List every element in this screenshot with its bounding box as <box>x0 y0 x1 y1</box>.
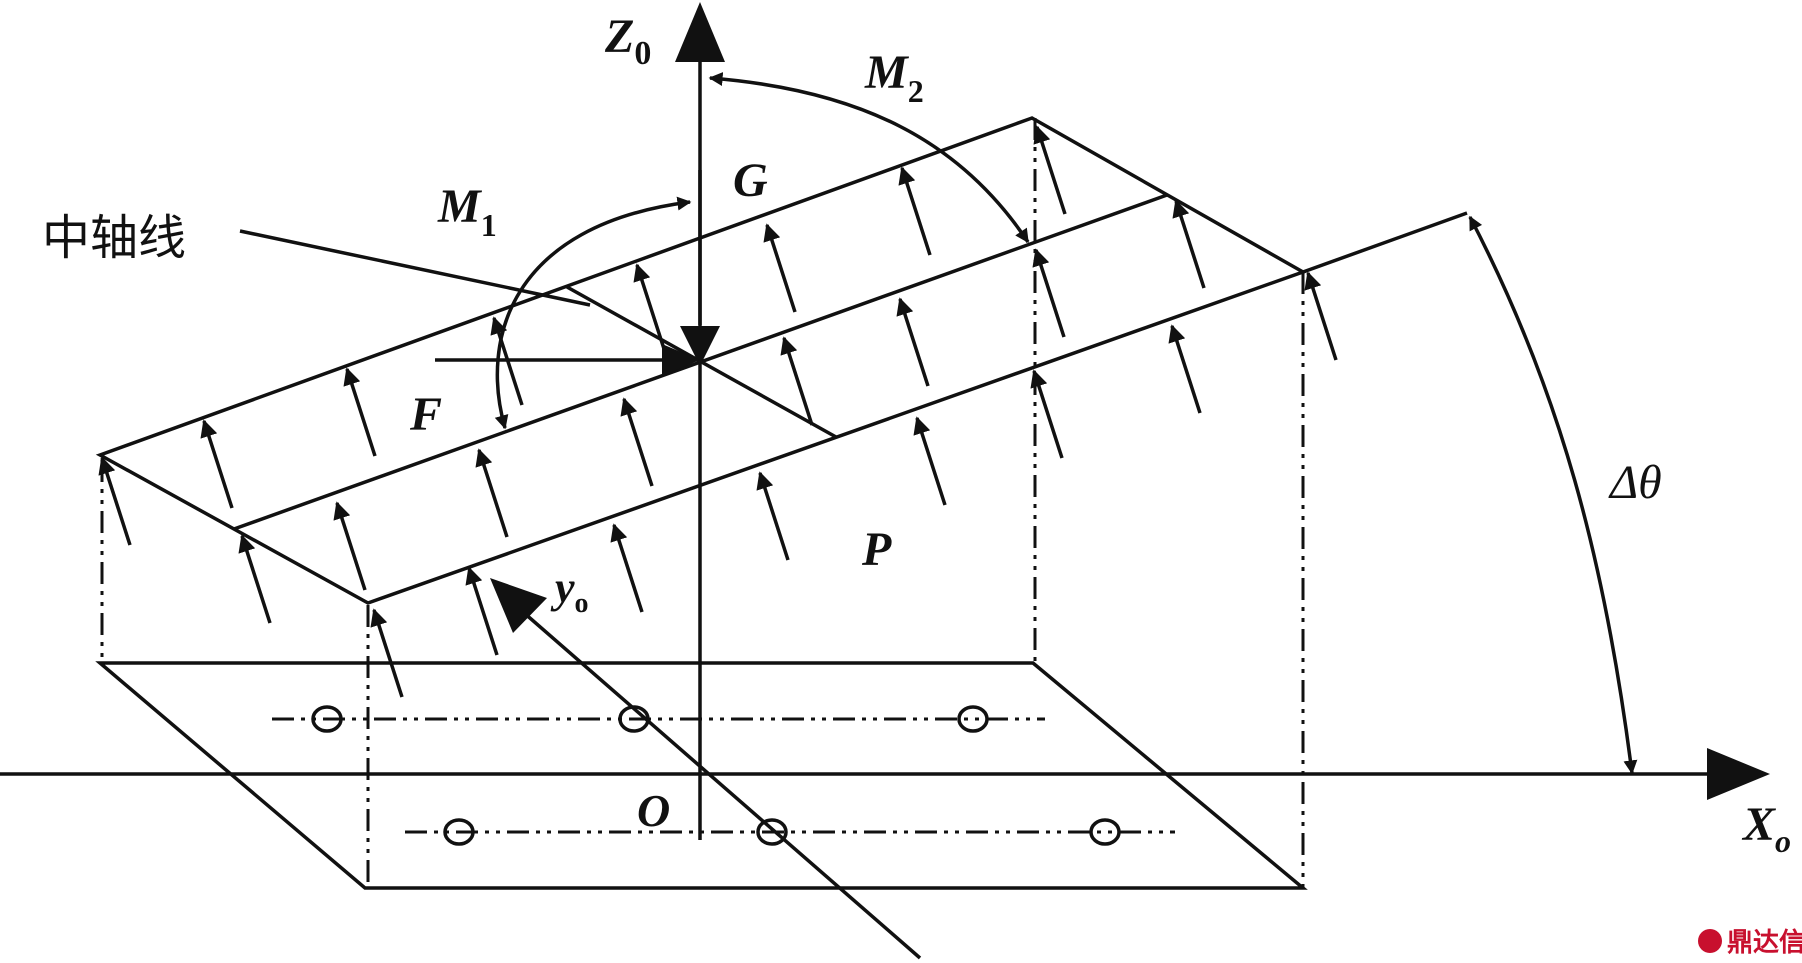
roller-circle <box>756 818 788 846</box>
y-axis-label: yo <box>550 563 589 619</box>
tilt-angle-arc <box>1468 215 1638 775</box>
y-axis <box>513 603 922 960</box>
pressure-arrow <box>1033 125 1067 215</box>
gravity-label: G <box>733 154 768 207</box>
force-f-label: F <box>409 388 442 441</box>
pressure-arrow <box>238 534 272 624</box>
origin-label: O <box>637 785 670 836</box>
watermark: 鼎达信 <box>1698 928 1802 958</box>
roller-circle <box>311 705 343 733</box>
pressure-arrow <box>898 166 932 256</box>
pressure-arrow <box>633 263 667 353</box>
x-axis-label: Xo <box>1741 798 1791 859</box>
moment-m1-arc <box>494 196 692 430</box>
pressure-arrows <box>98 125 1338 698</box>
z-axis-arrowhead <box>675 2 725 62</box>
central-axis-label: 中轴线 <box>42 210 186 266</box>
moment-m2-label: M2 <box>864 46 924 109</box>
pressure-arrow <box>1168 324 1202 414</box>
pressure-arrow <box>333 501 367 591</box>
pressure-arrow <box>98 456 132 546</box>
roller-circle <box>957 705 989 733</box>
pressure-arrow <box>370 608 404 698</box>
pressure-arrow <box>475 448 509 538</box>
moment-m2-arc <box>708 72 1030 244</box>
pressure-arrow <box>896 297 930 387</box>
roller-circle <box>1089 818 1121 846</box>
pressure-arrow <box>756 471 790 561</box>
pressure-label: P <box>861 523 892 576</box>
x-axis-arrowhead <box>1707 748 1770 800</box>
pressure-arrow <box>620 397 654 487</box>
pressure-arrow <box>465 566 499 656</box>
pressure-arrow <box>610 523 644 613</box>
pressure-arrow <box>343 367 377 457</box>
tilt-angle-label: Δθ <box>1608 456 1662 509</box>
pressure-arrow <box>200 419 234 509</box>
pressure-arrow <box>780 336 814 426</box>
z-axis-label: Z0 <box>604 10 651 72</box>
roller-circle <box>443 818 475 846</box>
pressure-arrow <box>763 223 797 313</box>
watermark-text: 鼎达信 <box>1727 928 1802 958</box>
y-axis-arrowhead <box>490 578 547 633</box>
pressure-arrow <box>1304 271 1338 361</box>
moment-m1-label: M1 <box>437 180 497 243</box>
pressure-arrow <box>1030 369 1064 459</box>
plate-right-edge-extension <box>1302 211 1468 274</box>
pressure-arrow <box>1032 248 1066 338</box>
watermark-logo-icon <box>1698 929 1722 953</box>
pressure-arrow <box>1172 199 1206 289</box>
pressure-arrow <box>913 416 947 506</box>
